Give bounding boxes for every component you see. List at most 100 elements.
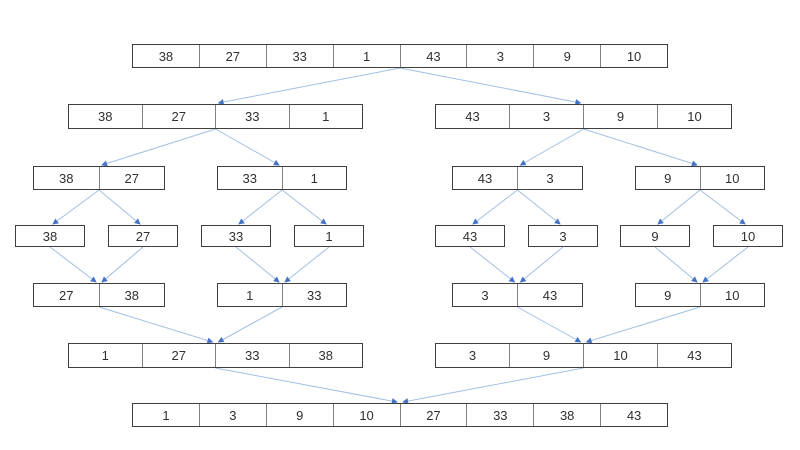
array-cell: 1 (281, 167, 347, 189)
edge-s33-to-m133 (235, 246, 280, 283)
array-cell: 38 (158, 48, 174, 64)
array-cell: 33 (215, 344, 289, 367)
edge-m910-to-mr4 (585, 306, 701, 344)
array-cell: 33 (265, 45, 333, 67)
array-cell: 9 (664, 170, 672, 186)
array-node-m343: 3 43 (452, 283, 583, 307)
array-node-s38: 38 (15, 225, 85, 247)
array-cell: 43 (600, 404, 667, 426)
edge-ll2-to-s38 (52, 189, 100, 225)
array-cell: 9 (533, 45, 600, 67)
edge-mr4-to-final (402, 367, 584, 405)
array-cell: 1 (101, 348, 109, 363)
array-cell: 1 (325, 228, 333, 244)
array-cell: 10 (583, 344, 657, 367)
array-cell: 27 (198, 45, 266, 67)
edge-rr2-to-s10 (699, 189, 746, 225)
array-cell: 38 (59, 170, 74, 186)
edge-s9-to-m910 (654, 246, 698, 283)
array-cell: 38 (533, 404, 600, 426)
edge-r4-to-rr2 (583, 128, 698, 167)
array-cell: 3 (468, 348, 477, 363)
array-cell: 33 (466, 404, 533, 426)
edge-layer (49, 67, 749, 405)
array-cell: 10 (332, 404, 400, 426)
array-node-s27: 27 (108, 225, 178, 247)
array-cell: 27 (59, 287, 74, 303)
edge-root-to-r4 (399, 67, 582, 105)
array-cell: 27 (135, 228, 151, 244)
array-cell: 9 (651, 228, 659, 244)
edge-l4-to-lr2 (215, 128, 280, 166)
array-cell: 3 (559, 228, 567, 244)
array-cell: 27 (141, 344, 216, 367)
array-cell: 33 (228, 228, 244, 244)
edge-s1-to-m133 (284, 246, 330, 283)
edge-r4-to-rl2 (519, 128, 584, 166)
array-node-m2738: 27 38 (33, 283, 165, 307)
array-node-s33: 33 (201, 225, 271, 247)
array-cell: 9 (583, 105, 657, 128)
array-cell: 9 (664, 287, 672, 303)
array-node-s43: 43 (435, 225, 505, 247)
array-node-s10: 10 (713, 225, 783, 247)
array-cell: 43 (657, 344, 731, 367)
array-cell: 1 (246, 287, 254, 303)
edge-l4-to-ll2 (101, 128, 216, 167)
array-node-m910: 9 10 (635, 283, 765, 307)
array-cell: 10 (740, 228, 756, 244)
array-node-s1: 1 (294, 225, 364, 247)
array-cell: 1 (332, 45, 400, 67)
array-cell: 9 (509, 344, 583, 367)
array-cell: 27 (399, 404, 467, 426)
array-cell: 10 (699, 284, 765, 306)
edge-root-to-l4 (217, 67, 401, 105)
edge-rr2-to-s9 (657, 189, 701, 225)
array-cell: 38 (42, 228, 58, 244)
array-node-s9: 9 (620, 225, 690, 247)
array-cell: 3 (481, 287, 489, 303)
array-cell: 1 (162, 407, 170, 423)
array-cell: 33 (215, 105, 289, 128)
edge-ml4-to-final (215, 367, 398, 405)
array-cell: 43 (465, 109, 480, 124)
array-cell: 10 (657, 105, 731, 128)
array-node-s3: 3 (528, 225, 598, 247)
edge-m133-to-ml4 (217, 306, 283, 343)
edge-s27-to-m2738 (101, 246, 144, 283)
array-cell: 3 (517, 167, 582, 189)
array-cell: 33 (242, 170, 257, 186)
array-cell: 10 (699, 167, 765, 189)
edge-lr2-to-s33 (238, 189, 283, 225)
array-cell: 9 (265, 404, 333, 426)
array-cell: 38 (98, 109, 113, 124)
array-cell: 3 (509, 105, 583, 128)
array-cell: 27 (141, 105, 216, 128)
array-node-lr2: 33 1 (217, 166, 347, 190)
edge-lr2-to-s1 (281, 189, 327, 225)
array-cell: 3 (466, 45, 533, 67)
array-node-rl2: 43 3 (452, 166, 583, 190)
edge-ll2-to-s27 (98, 189, 141, 225)
array-cell: 43 (517, 284, 582, 306)
array-cell: 38 (288, 344, 363, 367)
edge-s3-to-m343 (519, 246, 564, 283)
array-cell: 3 (198, 404, 266, 426)
array-cell: 38 (98, 284, 165, 306)
edge-rl2-to-s43 (472, 189, 518, 225)
edge-s10-to-m910 (702, 246, 749, 283)
array-cell: 10 (600, 45, 667, 67)
array-cell: 43 (399, 45, 467, 67)
edge-m2738-to-ml4 (98, 306, 214, 344)
array-cell: 43 (477, 170, 493, 186)
edge-rl2-to-s3 (517, 189, 561, 225)
